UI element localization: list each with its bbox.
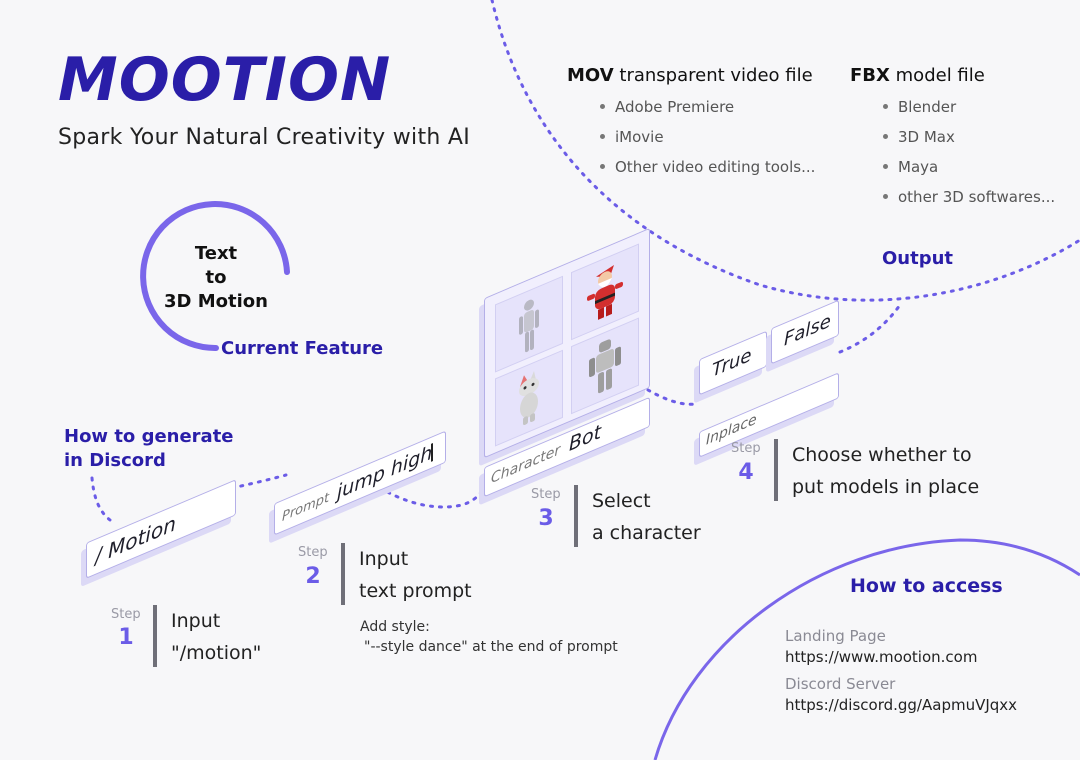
how-to-generate-heading: How to generate in Discord (64, 425, 234, 473)
fbx-format: FBX (850, 65, 890, 86)
how-to-access-heading: How to access (850, 575, 1003, 597)
how-to-generate-line: How to generate (64, 426, 234, 447)
mov-tool-label: Other video editing tools... (615, 158, 816, 176)
bullet-icon (600, 134, 605, 139)
step-1-number: 1 (118, 625, 134, 650)
connector-inplace-to-output (838, 300, 904, 354)
step-2-text: Input text prompt (359, 543, 472, 607)
brand-tagline: Spark Your Natural Creativity with AI (58, 125, 471, 150)
fbx-tool-item: Maya (883, 158, 938, 176)
step-4-number: 4 (738, 460, 754, 485)
step-2-line: Input (359, 548, 409, 570)
feature-arc (140, 201, 290, 352)
step-3-text: Select a character (592, 485, 701, 549)
connector-prompt-to-char (363, 476, 490, 509)
character-thumbnail-robot-icon (589, 339, 621, 394)
bullet-icon (600, 104, 605, 109)
brand-logo: MOOTION (58, 45, 392, 115)
character-cell (571, 243, 639, 341)
connector-cmd-to-prompt (230, 473, 288, 490)
character-thumbnail-mannequin-icon (519, 299, 539, 353)
character-selection-panel (484, 227, 650, 459)
discord-server-label: Discord Server (785, 675, 896, 693)
step-4-divider (774, 439, 778, 501)
mov-tool-item: Adobe Premiere (600, 98, 734, 116)
step-2-divider (341, 543, 345, 605)
step-1-line: "/motion" (171, 642, 262, 664)
fbx-tool-label: Maya (898, 158, 939, 176)
step-2-line: text prompt (359, 580, 472, 602)
mov-output-heading: MOV transparent video file (567, 65, 813, 86)
bullet-icon (883, 104, 888, 109)
fbx-tool-label: 3D Max (898, 128, 955, 146)
bullet-icon (883, 164, 888, 169)
access-arc (653, 538, 1080, 760)
bullet-icon (600, 164, 605, 169)
character-thumbnail-santa-icon (587, 265, 623, 320)
step-4-line: put models in place (792, 476, 980, 498)
step-1-text: Input "/motion" (171, 605, 261, 669)
output-arc-dotted (490, 0, 1080, 302)
fbx-tool-item: 3D Max (883, 128, 955, 146)
step-1-divider (153, 605, 157, 667)
step-1-word: Step (111, 607, 141, 622)
output-label: Output (882, 248, 954, 269)
step-4-line: Choose whether to (792, 444, 972, 466)
landing-page-link[interactable]: https://www.mootion.com (785, 648, 978, 666)
step-3-divider (574, 485, 578, 547)
landing-page-label: Landing Page (785, 627, 886, 645)
connector-howto-to-cmd (90, 476, 112, 522)
feature-line: Text (194, 243, 238, 264)
how-to-generate-line: in Discord (64, 450, 166, 471)
current-feature-label: Current Feature (221, 338, 384, 359)
style-note-text: "--style dance" at the end of prompt (364, 639, 618, 655)
step-3-line: a character (592, 522, 701, 544)
step-3-number: 3 (538, 506, 554, 531)
mov-tool-label: iMovie (615, 128, 664, 146)
character-thumbnail-cat-icon (519, 371, 539, 426)
mov-description: transparent video file (619, 65, 813, 86)
mov-tool-label: Adobe Premiere (615, 98, 735, 116)
fbx-tool-item: other 3D softwares... (883, 188, 1055, 206)
fbx-tool-label: Blender (898, 98, 957, 116)
mov-tool-item: Other video editing tools... (600, 158, 815, 176)
connector-char-to-inplace (646, 388, 698, 406)
step-3-word: Step (531, 487, 561, 502)
step-2-word: Step (298, 545, 328, 560)
step-2-number: 2 (305, 564, 321, 589)
character-cell (495, 349, 563, 447)
step-4-text: Choose whether to put models in place (792, 439, 979, 503)
bullet-icon (883, 134, 888, 139)
mov-tool-item: iMovie (600, 128, 664, 146)
bullet-icon (883, 194, 888, 199)
character-cell (495, 275, 563, 373)
style-note-label: Add style: (360, 619, 430, 635)
step-4-word: Step (731, 441, 761, 456)
step-3-line: Select (592, 490, 651, 512)
fbx-output-heading: FBX model file (850, 65, 985, 86)
discord-server-link[interactable]: https://discord.gg/AapmuVJqxx (785, 696, 1018, 714)
character-cell (571, 317, 639, 415)
fbx-tool-label: other 3D softwares... (898, 188, 1056, 206)
fbx-description: model file (895, 65, 985, 86)
feature-line: to (205, 267, 227, 288)
feature-title: Text to 3D Motion (160, 242, 272, 314)
fbx-tool-item: Blender (883, 98, 956, 116)
mov-format: MOV (567, 65, 614, 86)
feature-line: 3D Motion (164, 291, 268, 312)
text-cursor (431, 443, 433, 462)
step-1-line: Input (171, 610, 221, 632)
